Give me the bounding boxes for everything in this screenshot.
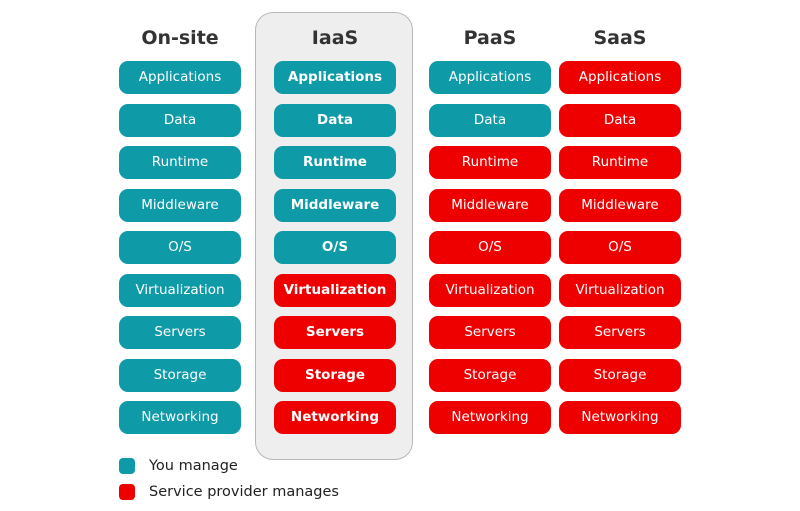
legend-item-provider-manages: Service provider manages xyxy=(119,479,339,505)
you-manage-swatch xyxy=(119,458,135,474)
layer-o-s: O/S xyxy=(119,231,241,264)
legend-item-you-manage: You manage xyxy=(119,453,339,479)
layer-servers: Servers xyxy=(559,316,681,349)
column-title-on-site: On-site xyxy=(141,27,219,49)
column-title-saas: SaaS xyxy=(593,27,647,49)
layer-applications: Applications xyxy=(429,61,551,94)
layer-virtualization: Virtualization xyxy=(559,273,681,307)
layer-networking: Networking xyxy=(559,401,681,434)
layer-data: Data xyxy=(559,103,681,137)
layer-servers: Servers xyxy=(119,316,241,349)
layer-virtualization: Virtualization xyxy=(119,273,241,307)
layer-middleware: Middleware xyxy=(559,188,681,222)
layer-middleware: Middleware xyxy=(429,188,551,222)
layer-servers: Servers xyxy=(429,316,551,349)
layer-networking: Networking xyxy=(274,401,396,434)
layer-storage: Storage xyxy=(559,358,681,392)
layer-runtime: Runtime xyxy=(559,146,681,179)
layer-servers: Servers xyxy=(274,316,396,349)
legend: You manage Service provider manages xyxy=(119,453,339,505)
layer-applications: Applications xyxy=(119,61,241,94)
layer-networking: Networking xyxy=(429,401,551,434)
layer-virtualization: Virtualization xyxy=(429,273,551,307)
column-title-iaas: IaaS xyxy=(311,27,359,49)
layer-runtime: Runtime xyxy=(429,146,551,179)
layer-o-s: O/S xyxy=(559,231,681,264)
layer-applications: Applications xyxy=(559,61,681,94)
legend-label-provider-manages: Service provider manages xyxy=(149,484,339,500)
layer-data: Data xyxy=(429,103,551,137)
column-title-paas: PaaS xyxy=(463,27,517,49)
layer-data: Data xyxy=(274,103,396,137)
layer-runtime: Runtime xyxy=(119,146,241,179)
layer-data: Data xyxy=(119,103,241,137)
layer-middleware: Middleware xyxy=(119,188,241,222)
legend-label-you-manage: You manage xyxy=(149,458,238,474)
provider-manages-swatch xyxy=(119,484,135,500)
layer-o-s: O/S xyxy=(429,231,551,264)
layer-storage: Storage xyxy=(274,358,396,392)
layer-middleware: Middleware xyxy=(274,188,396,222)
layer-runtime: Runtime xyxy=(274,146,396,179)
layer-storage: Storage xyxy=(119,358,241,392)
layer-networking: Networking xyxy=(119,401,241,434)
layer-virtualization: Virtualization xyxy=(274,273,396,307)
layer-applications: Applications xyxy=(274,61,396,94)
layer-storage: Storage xyxy=(429,358,551,392)
layer-o-s: O/S xyxy=(274,231,396,264)
